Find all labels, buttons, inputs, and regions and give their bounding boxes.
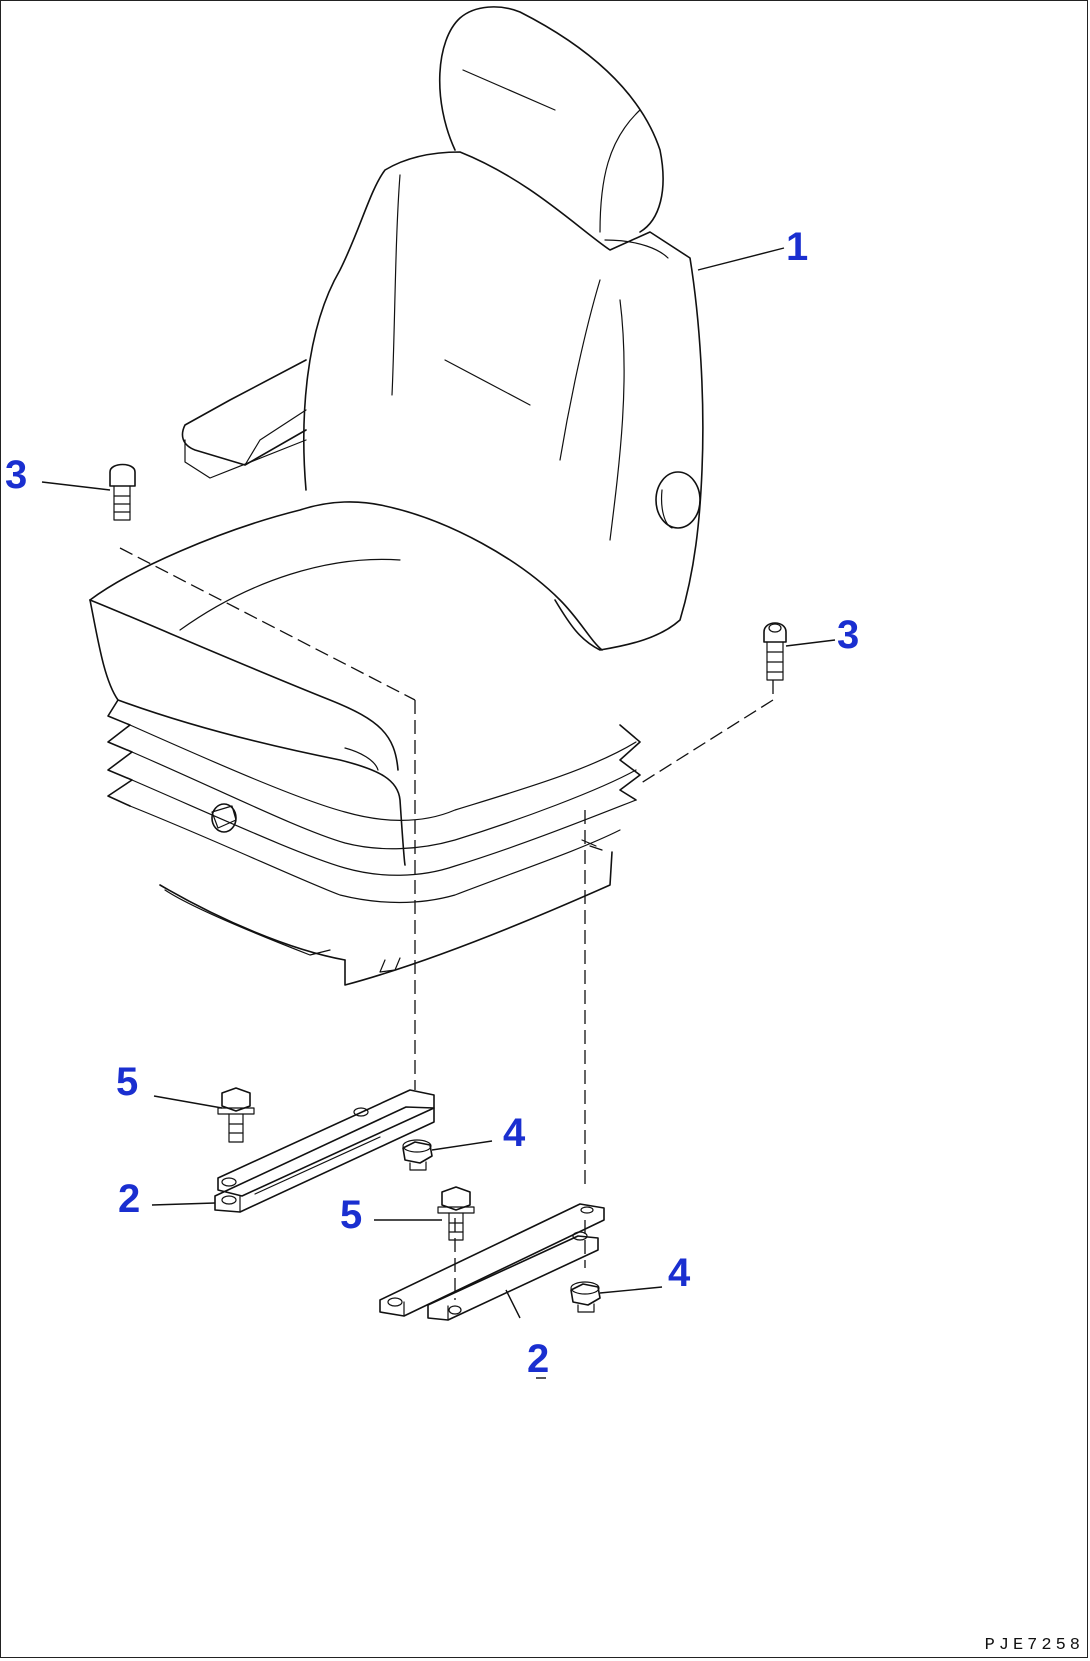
callout-3-left: 3 xyxy=(5,453,27,497)
drawing-code: PJE7258 xyxy=(984,1636,1084,1655)
bolt-5-right xyxy=(437,1186,475,1241)
callout-3-right: 3 xyxy=(837,613,859,657)
nut-4-right xyxy=(570,1281,601,1313)
callout-1-seat: 1 xyxy=(786,225,808,269)
bolt-3-left xyxy=(109,463,136,521)
assembly-center-lines xyxy=(119,547,774,1300)
callouts: 1 3 3 5 2 4 5 4 2 xyxy=(5,225,859,1381)
callout-5-left: 5 xyxy=(116,1060,138,1104)
bolt-5-left xyxy=(217,1087,255,1143)
callout-4-left: 4 xyxy=(503,1111,526,1155)
bolt-3-right xyxy=(763,622,787,681)
nut-4-left xyxy=(402,1139,433,1171)
bracket-2-left xyxy=(214,1089,435,1213)
callout-4-right: 4 xyxy=(668,1251,691,1295)
seat-assembly xyxy=(89,6,704,986)
leader-lines xyxy=(41,247,836,1379)
callout-2-left: 2 xyxy=(118,1177,140,1221)
callout-2-right: 2 xyxy=(527,1337,549,1381)
bracket-2-right xyxy=(379,1203,605,1321)
callout-5-right: 5 xyxy=(340,1193,362,1237)
